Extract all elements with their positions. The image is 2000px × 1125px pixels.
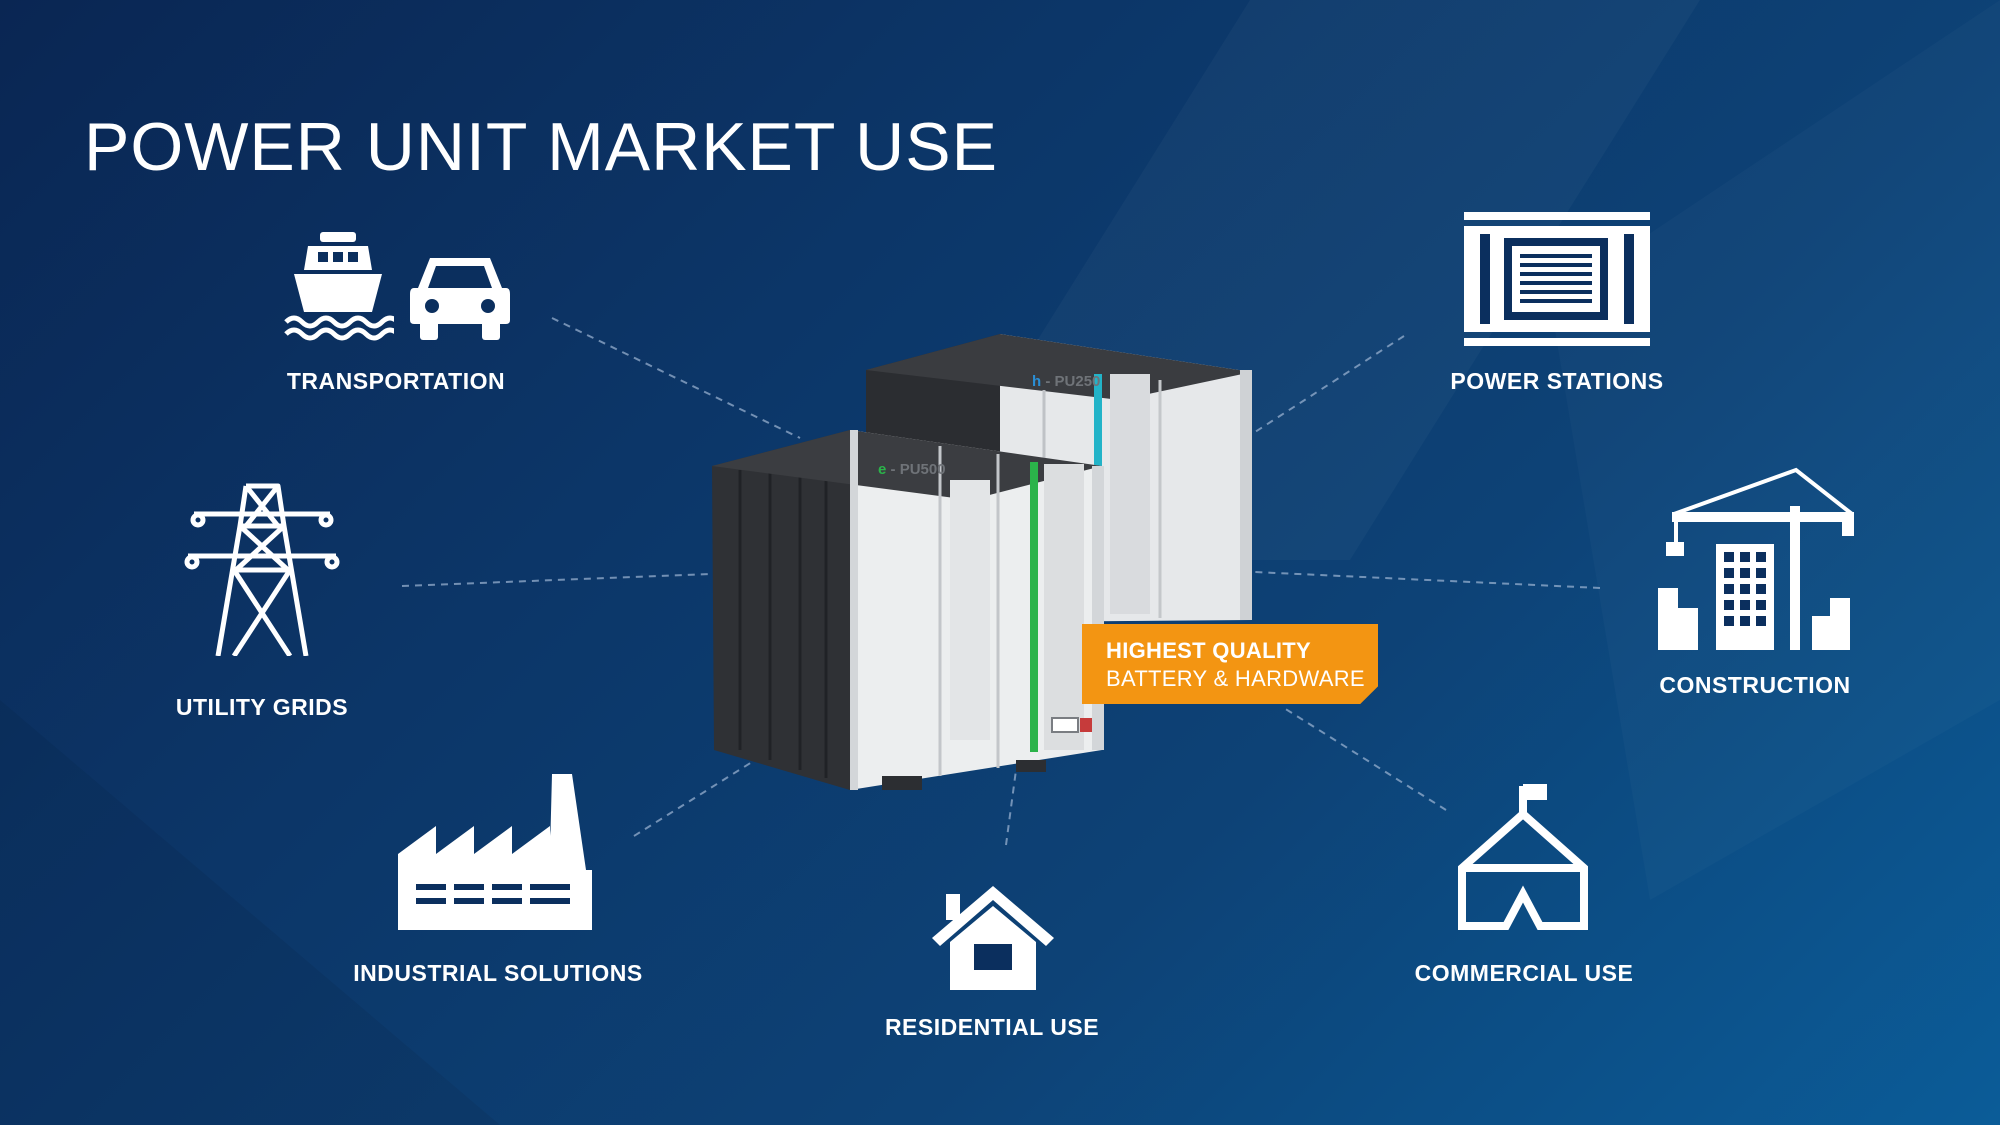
quality-badge: HIGHEST QUALITY BATTERY & HARDWARE [1082, 624, 1378, 704]
label-construction: CONSTRUCTION [1659, 672, 1851, 698]
label-commercial-use: COMMERCIAL USE [1414, 960, 1634, 986]
car-icon [410, 254, 510, 342]
label-industrial-solutions: INDUSTRIAL SOLUTIONS [353, 960, 643, 986]
model-label-pu500: e - PU500 [878, 461, 946, 478]
label-residential-use: RESIDENTIAL USE [884, 1014, 1100, 1040]
model-label-pu250: h - PU250 [1032, 373, 1100, 390]
connector-commercial [1283, 707, 1447, 811]
badge-title: HIGHEST QUALITY [1106, 638, 1311, 663]
tent-icon [1456, 782, 1590, 930]
power-station-icon [1464, 212, 1650, 346]
label-utility-grids: UTILITY GRIDS [175, 694, 349, 720]
connector-construction [1254, 571, 1601, 589]
model-dash: - [890, 461, 900, 478]
power-tower-icon [184, 480, 340, 656]
ship-icon [282, 230, 394, 342]
crane-building-icon [1656, 466, 1856, 650]
model-prefix-pu500: e [878, 461, 887, 478]
model-prefix-pu250: h [1032, 373, 1042, 390]
connector-utility-grids [401, 573, 711, 587]
badge-subtitle: BATTERY & HARDWARE [1106, 666, 1365, 691]
power-unit-containers [712, 334, 1252, 790]
house-icon [930, 884, 1056, 990]
container-pu500 [712, 430, 1104, 790]
page-title: POWER UNIT MARKET USE [84, 109, 998, 185]
label-transportation: TRANSPORTATION [286, 368, 506, 394]
model-name-pu250: PU250 [1054, 373, 1101, 390]
label-power-stations: POWER STATIONS [1450, 368, 1664, 394]
model-name-pu500: PU500 [899, 461, 946, 478]
connector-power-stations [1254, 335, 1405, 433]
factory-icon [398, 774, 592, 930]
model-dash: - [1045, 373, 1055, 390]
